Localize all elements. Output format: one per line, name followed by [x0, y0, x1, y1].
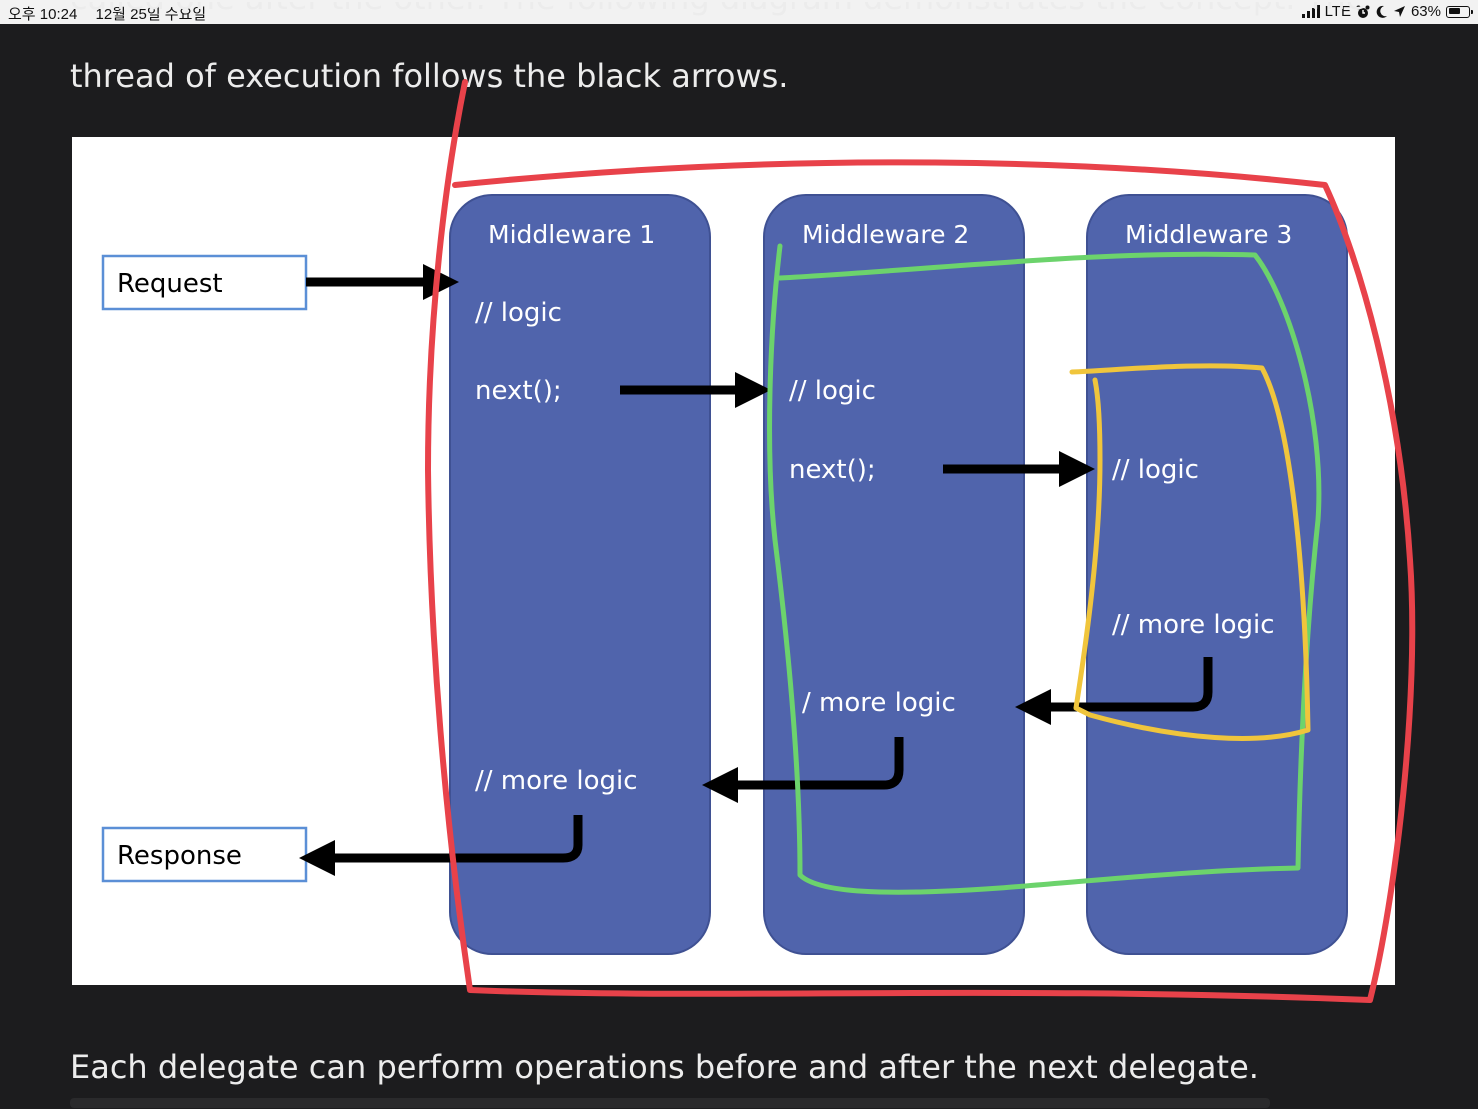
clipped-paragraph-text: called one after the other. The followin… [70, 2, 1365, 17]
middleware-2-title: Middleware 2 [802, 220, 969, 249]
location-arrow-icon [1393, 6, 1405, 17]
middleware-3-title: Middleware 3 [1125, 220, 1292, 249]
green-annotation-outline [767, 243, 1322, 895]
clipped-paragraph-line: called one after the other. The followin… [70, 2, 1390, 24]
middleware-1-title: Middleware 1 [488, 220, 655, 249]
request-label: Request [117, 269, 223, 299]
middleware-2-more-logic: / more logic [802, 688, 956, 718]
request-box [101, 254, 308, 311]
moon-icon [1376, 5, 1387, 18]
status-left: 오후 10:24 12월 25일 수요일 [8, 3, 220, 24]
status-right: LTE 63% [1301, 3, 1473, 20]
battery-icon [1446, 5, 1473, 18]
diagram-canvas: Request Response Middleware 1 // logic n… [101, 194, 1348, 955]
middleware-1-more-logic: // more logic [475, 766, 638, 796]
status-time: 오후 10:24 [8, 6, 78, 23]
intro-paragraph: thread of execution follows the black ar… [70, 57, 789, 95]
arrow-mw1-to-response [299, 815, 583, 876]
middleware-1-logic: // logic [475, 298, 562, 328]
middleware-1-next: next(); [475, 376, 562, 406]
red-annotation-outline [425, 79, 1416, 1003]
clipped-next-line [70, 1098, 1390, 1109]
middleware-3-panel [1086, 194, 1348, 955]
middleware-diagram: Request Response Middleware 1 // logic n… [72, 137, 1395, 985]
middleware-3-logic: // logic [1112, 455, 1199, 485]
battery-percent: 63% [1410, 3, 1441, 20]
network-label: LTE [1324, 3, 1351, 20]
middleware-3-more-logic: // more logic [1112, 610, 1275, 640]
middleware-2-panel [763, 194, 1025, 955]
alarm-icon [1356, 5, 1370, 18]
status-bar: 오후 10:24 12월 25일 수요일 LTE 63% [0, 0, 1478, 24]
middleware-1-panel [449, 194, 711, 955]
middleware-2-logic: // logic [789, 376, 876, 406]
closing-paragraph: Each delegate can perform operations bef… [70, 1048, 1259, 1086]
middleware-2-next: next(); [789, 455, 876, 485]
battery-fill [1448, 8, 1460, 14]
yellow-annotation-outline [1069, 363, 1311, 741]
arrow-mw3-return [1015, 657, 1213, 725]
signal-icon [1301, 5, 1320, 18]
status-date: 12월 25일 수요일 [95, 6, 207, 23]
arrow-mw2-return [702, 737, 904, 803]
response-label: Response [117, 841, 242, 871]
